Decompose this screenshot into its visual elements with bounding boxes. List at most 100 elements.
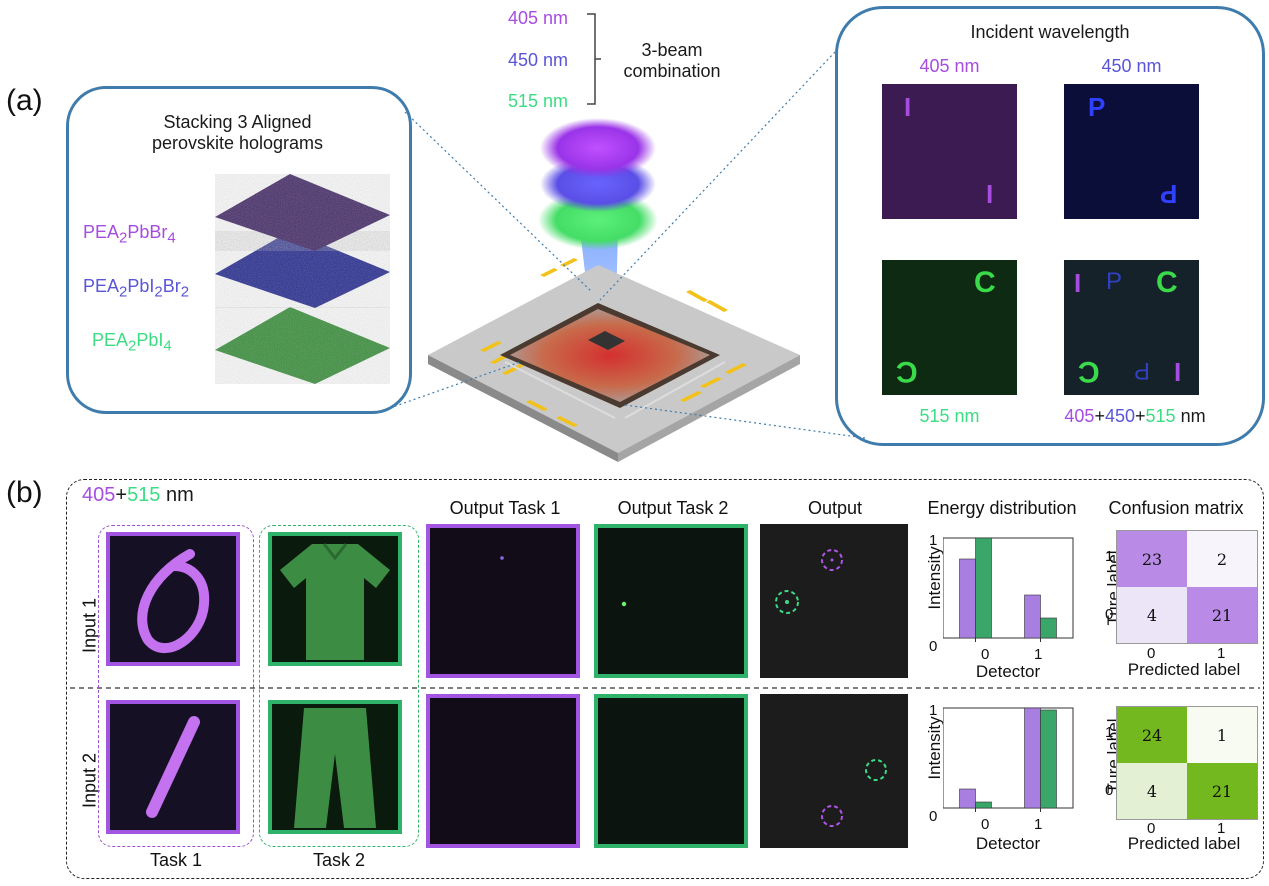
energy1-y0: 0 [929, 638, 938, 655]
f2-d: 2 [154, 283, 163, 301]
combined-p-bottom: P [1134, 357, 1151, 384]
combination-label: 3-beam combination [612, 40, 732, 82]
q405-label: 405 nm [919, 56, 980, 76]
cm2-cell-1-0: 4 [1117, 763, 1187, 819]
cm1-y0: 0 [1105, 606, 1114, 623]
combined-i-bottom: I [1174, 357, 1182, 387]
beam-405-label: 405 nm [508, 8, 569, 28]
energy1-bar-1-0 [1024, 594, 1041, 639]
cm1-x0: 0 [1147, 645, 1156, 662]
cm2-x0: 0 [1147, 820, 1156, 837]
spot-purple-1 [500, 556, 504, 560]
output-task1-row2 [426, 694, 580, 848]
f2-e: Br [162, 276, 181, 296]
combo-405: 405 [1064, 406, 1095, 426]
incident-title: Incident wavelength [970, 22, 1130, 42]
chip-illustration [428, 118, 800, 462]
cm2-cell-0-1: 1 [1187, 707, 1257, 763]
layer3-formula: PEA2PbI4 [92, 330, 172, 355]
output-row1-marks [775, 549, 843, 614]
energy2-bar-0-0 [959, 788, 976, 809]
spot-green-1 [621, 601, 627, 607]
input1-shirt [268, 532, 402, 666]
energy2-bar-1-0 [1024, 707, 1041, 809]
energy1-bar-1-1 [1040, 617, 1057, 639]
panel-a-label: (a) [6, 84, 43, 117]
incident-box [835, 6, 1265, 446]
energy-chart-1: 1 0 0 1 [929, 528, 1093, 663]
panel-b-box [66, 479, 1264, 879]
energy2-xlabel: Detector [975, 834, 1041, 853]
cm1-xlabel: Predicted label [1127, 660, 1241, 679]
layer1-formula: PEA2PbBr4 [83, 222, 176, 247]
energy2-y0: 0 [929, 808, 938, 825]
cm1-cell-0-1: 2 [1187, 531, 1257, 587]
f3-b: 2 [128, 337, 137, 355]
f1-b: 2 [119, 229, 128, 247]
combo-plus-2: + [1135, 406, 1146, 426]
energy-chart-1-svg [942, 537, 1074, 642]
energy1-y1: 1 [929, 532, 938, 549]
energy2-x1: 1 [1034, 816, 1043, 833]
cm2-y1: 1 [1105, 724, 1114, 741]
cm2-xlabel: Predicted label [1127, 834, 1241, 853]
energy2-y1: 1 [929, 702, 938, 719]
input2-digit-1 [106, 700, 240, 834]
f2-f: 2 [180, 283, 190, 301]
input2-trousers [268, 700, 402, 834]
letter-p-bottom: P [1160, 179, 1178, 209]
header-output: Output [807, 498, 863, 518]
cm2-y0: 0 [1105, 782, 1114, 799]
trousers-shape [294, 708, 376, 828]
task-1-label: Task 1 [149, 850, 203, 870]
f2-c: PbI [127, 276, 155, 296]
output-task1-row1 [426, 524, 580, 678]
stack-box [66, 86, 412, 414]
task-2-label: Task 2 [312, 850, 366, 870]
shirt-shape [280, 543, 390, 660]
energy2-x0: 0 [981, 816, 990, 833]
task-1-group [98, 525, 254, 847]
letter-c-top: C [974, 266, 996, 299]
output-row1 [760, 524, 908, 678]
f1-d: 4 [167, 229, 176, 247]
cm2-x1: 1 [1217, 820, 1226, 837]
hologram-515: C C [882, 260, 1017, 395]
combined-c-bottom: C [1078, 355, 1100, 388]
q450-label: 450 nm [1101, 56, 1162, 76]
row-divider [70, 687, 1260, 689]
output-row2 [760, 694, 908, 848]
header-output-task-1: Output Task 1 [449, 498, 561, 518]
f3-d: 4 [163, 337, 172, 355]
stack-title-line-2: perovskite holograms [151, 133, 324, 153]
energy2-bar-0-1 [975, 801, 992, 809]
panel-b-label: (b) [6, 476, 43, 509]
combo-515: 515 [1145, 406, 1176, 426]
combo-unit: nm [1175, 406, 1206, 426]
combo-450: 450 [1104, 406, 1136, 426]
combined-p-top: P [1106, 268, 1123, 295]
f3-a: PEA [92, 330, 129, 350]
output-task2-row1 [594, 524, 748, 678]
energy1-x1: 1 [1034, 646, 1043, 663]
hologram-combined: I P C C P I [1064, 260, 1199, 395]
energy1-bar-0-0 [959, 558, 976, 639]
pb-plus: + [115, 484, 128, 506]
output-row2-marks [821, 759, 887, 827]
f1-c: PbBr [127, 222, 168, 242]
letter-c-bottom: C [896, 355, 918, 388]
cm2-cell-1-1: 21 [1187, 763, 1257, 819]
energy-chart-2: 1 0 0 1 [929, 698, 1093, 833]
pb-515: 515 [127, 484, 161, 506]
combo-plus-1: + [1094, 406, 1105, 426]
beam-450-label: 450 nm [508, 50, 569, 70]
combined-c-top: C [1156, 266, 1178, 299]
combination-line-1: 3-beam [641, 40, 703, 60]
stack-title-line-1: Stacking 3 Aligned [163, 112, 312, 132]
cm1-cell-1-1: 21 [1187, 587, 1257, 643]
f2-a: PEA [83, 276, 120, 296]
combination-line-2: combination [623, 61, 721, 81]
